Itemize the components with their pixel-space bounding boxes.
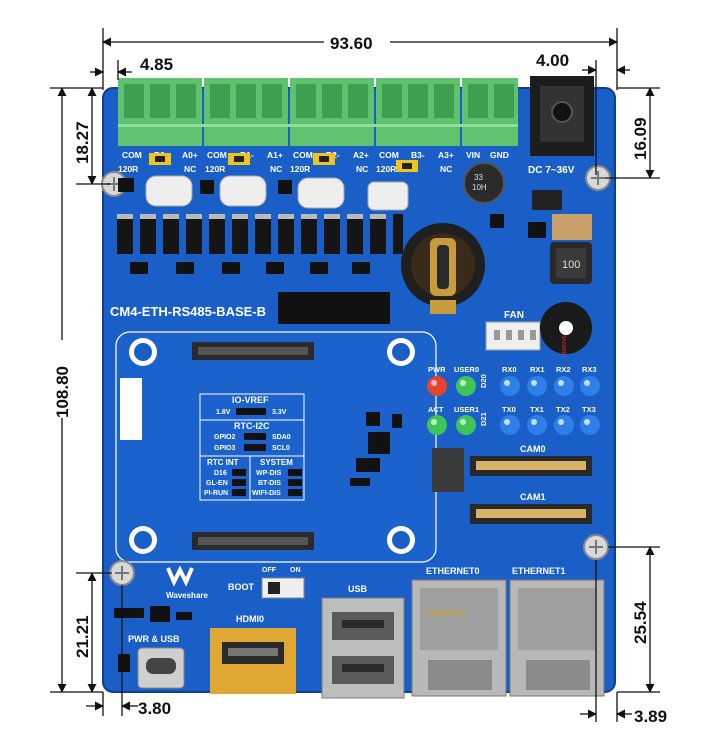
- dim-bottom-left-height: 21.21: [73, 615, 92, 658]
- eth0-label: ETHERNET0: [426, 566, 480, 576]
- config-table: [199, 393, 305, 501]
- rx1-label: RX1: [530, 365, 545, 374]
- rtc-battery-holder: [401, 223, 485, 314]
- dim-dc-jack-width: 4.00: [536, 51, 569, 70]
- terminal-blocks: [118, 78, 518, 146]
- dim-terminal-height: 18.27: [73, 121, 92, 164]
- r120-1: 120R: [205, 164, 225, 174]
- eth1-label: ETHERNET1: [512, 566, 566, 576]
- protection-components: [118, 175, 409, 211]
- nc-3: NC: [440, 164, 452, 174]
- diode-row: [117, 214, 403, 254]
- dim-terminal-offset: 4.85: [140, 55, 173, 74]
- capacitor: 33 10H: [463, 162, 505, 204]
- svg-text:10H: 10H: [472, 183, 487, 192]
- pin-com-0: COM: [122, 150, 142, 160]
- gpio3-label: GPIO3: [214, 445, 236, 452]
- rx0-label: RX0: [502, 365, 517, 374]
- tx2-label: TX2: [556, 405, 570, 414]
- svg-text:33: 33: [474, 173, 483, 182]
- dim-width-total: 93.60: [330, 34, 373, 53]
- pin-com-2: COM: [293, 150, 313, 160]
- waveshare-logo: Waveshare: [166, 565, 209, 600]
- rx2-label: RX2: [556, 365, 571, 374]
- fan-label: FAN: [504, 310, 524, 321]
- pin-com-1: COM: [207, 150, 227, 160]
- wifi-dis-label: WIFI-DIS: [252, 490, 281, 497]
- wp-dis-label: WP-DIS: [256, 470, 282, 477]
- tx1-label: TX1: [530, 405, 544, 414]
- inductor-label: 100: [562, 259, 580, 271]
- io-vref-label: IO-VREF: [232, 395, 269, 405]
- pin-a-1: A1+: [267, 150, 283, 160]
- cm4-area: [115, 331, 437, 563]
- buzzer: REMOVE: [540, 302, 592, 357]
- d20-label: D20: [479, 374, 488, 388]
- scl0-label: SCL0: [272, 445, 290, 452]
- cam0-label: CAM0: [520, 444, 546, 454]
- pwr-usb-label: PWR & USB: [128, 634, 180, 644]
- dim-bottom-left-offset: 3.80: [138, 699, 171, 718]
- boot-label: BOOT: [228, 582, 255, 592]
- r120-3: 120R: [376, 164, 396, 174]
- pin-com-3: COM: [379, 150, 399, 160]
- brand-label: Waveshare: [166, 591, 209, 600]
- nc-0: NC: [184, 164, 196, 174]
- pi-run-label: PI-RUN: [204, 490, 228, 497]
- dc-label: DC 7~36V: [528, 165, 575, 176]
- connector-header: [278, 292, 390, 324]
- act-label: ACT: [428, 405, 444, 414]
- boot-off-label: OFF: [262, 567, 277, 574]
- boot-on-label: ON: [290, 567, 301, 574]
- dim-bottom-right-height: 25.54: [631, 601, 650, 644]
- dim-height-total: 108.80: [53, 366, 72, 418]
- d16-label: D16: [214, 470, 227, 477]
- rtc-int-label: RTC INT: [207, 458, 239, 467]
- svg-text:REMOVE: REMOVE: [562, 335, 568, 357]
- d21-label: D21: [479, 412, 488, 426]
- r120-0: 120R: [118, 164, 138, 174]
- white-label-pad: [120, 378, 142, 440]
- io-33-label: 3.3V: [272, 409, 287, 416]
- tx3-label: TX3: [582, 405, 596, 414]
- mount-holes: [129, 338, 415, 554]
- r120-2: 120R: [290, 164, 310, 174]
- dim-dc-jack-height: 16.09: [631, 117, 650, 160]
- tx0-label: TX0: [502, 405, 516, 414]
- dim-bottom-right-offset: 3.89: [634, 707, 667, 726]
- pin-a-0: A0+: [182, 150, 198, 160]
- user1-label: USER1: [454, 405, 479, 414]
- bt-dis-label: BT-DIS: [258, 480, 281, 487]
- sda0-label: SDA0: [272, 434, 291, 441]
- status-leds: [427, 376, 600, 435]
- pin-a-3: A3+: [438, 150, 454, 160]
- board-name: CM4-ETH-RS485-BASE-B: [110, 304, 266, 319]
- pin-gnd: GND: [490, 150, 509, 160]
- pin-a-2: A2+: [353, 150, 369, 160]
- nc-1: NC: [270, 164, 282, 174]
- hdmi-label: HDMI0: [236, 614, 264, 624]
- rtc-i2c-label: RTC-I2C: [234, 421, 270, 431]
- nc-2: NC: [356, 164, 368, 174]
- gpio2-label: GPIO2: [214, 434, 236, 441]
- pin-b-3: B3-: [411, 150, 425, 160]
- usb-label: USB: [348, 584, 368, 594]
- inductor: 100: [550, 242, 592, 284]
- pwr-label: PWR: [428, 365, 446, 374]
- user0-label: USER0: [454, 365, 479, 374]
- pin-vin: VIN: [466, 150, 480, 160]
- system-label: SYSTEM: [260, 458, 293, 467]
- gl-en-label: GL-EN: [206, 480, 228, 487]
- jumpers: [149, 153, 418, 172]
- cam1-label: CAM1: [520, 492, 546, 502]
- hanrun-label: HanRun: [426, 607, 466, 619]
- rx3-label: RX3: [582, 365, 597, 374]
- io-18-label: 1.8V: [216, 409, 231, 416]
